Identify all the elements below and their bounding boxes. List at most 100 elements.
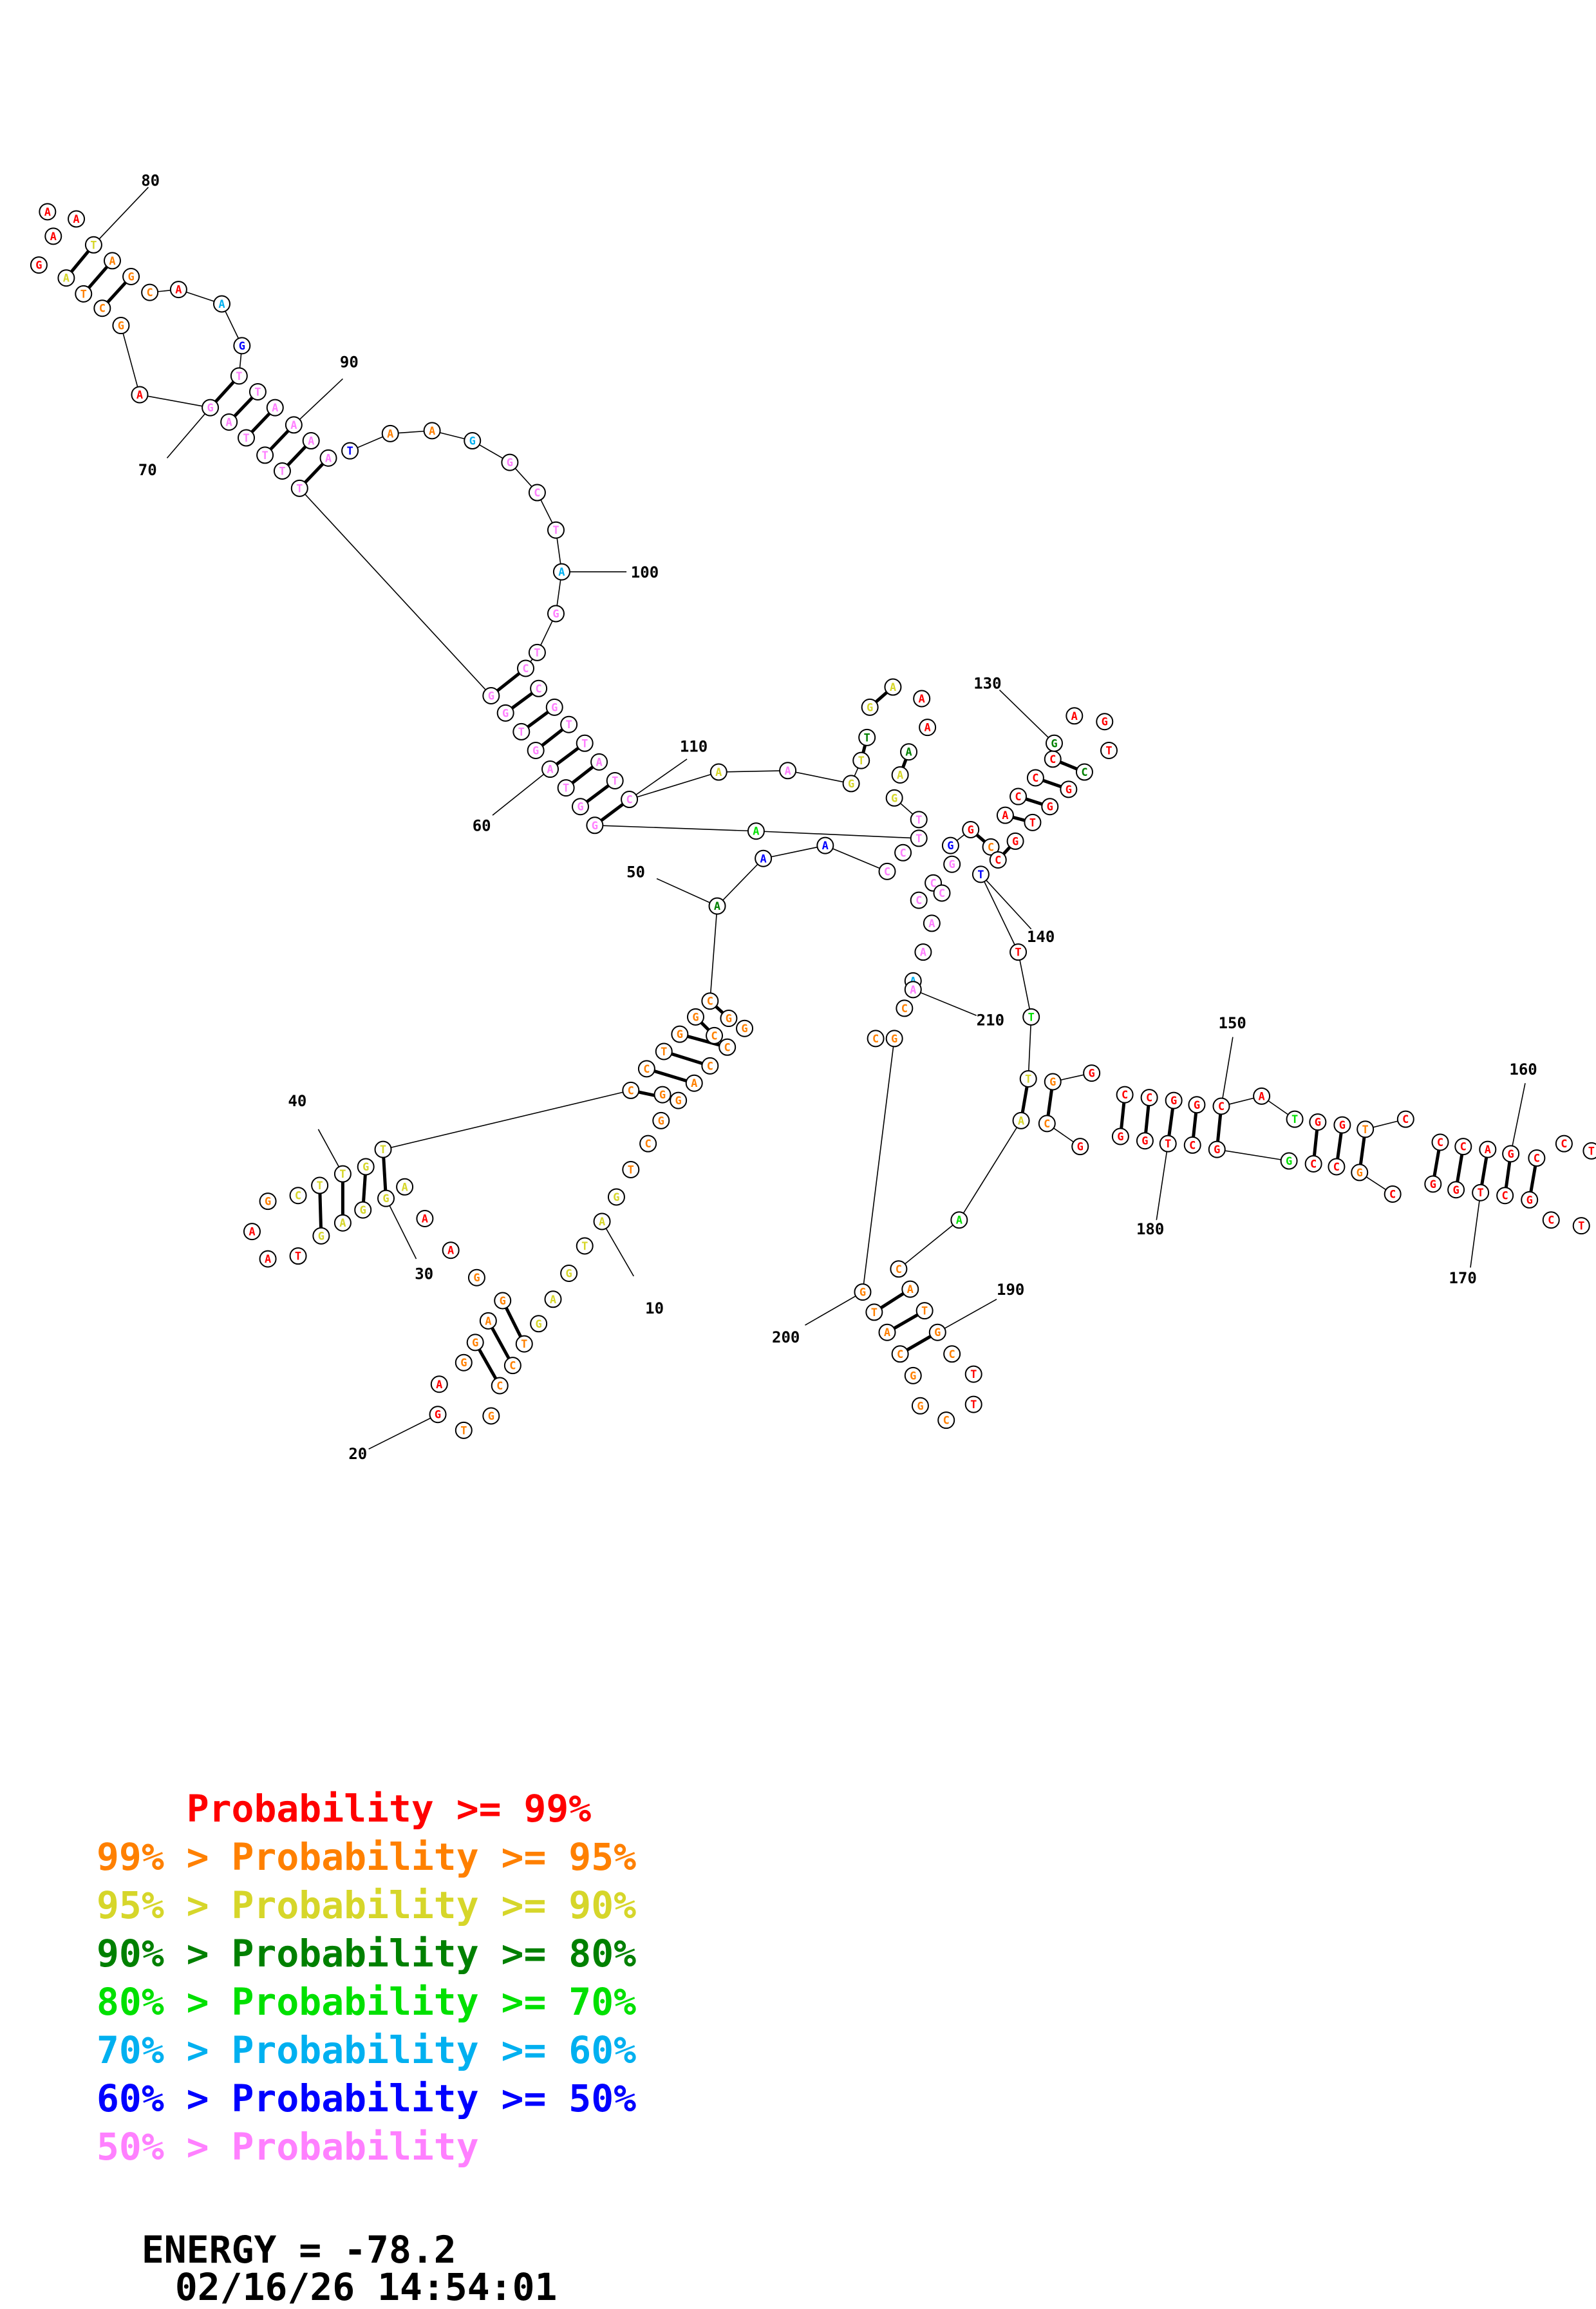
nucleotide-circle	[1009, 943, 1028, 961]
index-tick	[999, 689, 1055, 744]
legend-label: Probability >= 50%	[231, 2077, 637, 2120]
backbone-line	[862, 1038, 895, 1292]
nucleotide: G	[527, 741, 545, 759]
nucleotide: G	[530, 1315, 548, 1333]
nucleotide-base: A	[339, 1217, 346, 1230]
nucleotide: G	[1096, 713, 1114, 731]
nucleotide: C	[910, 891, 928, 909]
backbone-line	[1217, 1149, 1290, 1162]
nucleotide: G	[259, 1192, 277, 1211]
nucleotide: C	[937, 1411, 955, 1429]
nucleotide: G	[377, 1189, 395, 1207]
nucleotide-circle	[1111, 1127, 1129, 1145]
nucleotide-circle	[285, 416, 303, 434]
nucleotide-circle	[354, 1201, 372, 1219]
nucleotide-base: G	[1089, 1068, 1095, 1080]
nucleotide-circle	[606, 771, 624, 789]
backbone-line	[139, 394, 211, 408]
nucleotide-circle	[910, 829, 928, 847]
nucleotide-base: T	[339, 1168, 346, 1181]
nucleotide-circle	[996, 806, 1014, 824]
nucleotide: T	[230, 367, 248, 385]
nucleotide-base: A	[1485, 1144, 1491, 1156]
nucleotide-circle	[885, 1030, 903, 1048]
nucleotide-circle	[878, 862, 896, 880]
nucleotide-base: G	[968, 824, 974, 837]
nucleotide-base: T	[261, 449, 268, 462]
nucleotide-circle	[1038, 1115, 1056, 1133]
nucleotide-circle	[1496, 1187, 1514, 1205]
nucleotide-base: T	[346, 445, 353, 458]
nucleotide-base: T	[915, 833, 922, 845]
nucleotide-base: A	[547, 764, 553, 777]
nucleotide: C	[93, 299, 111, 317]
nucleotide: T	[557, 779, 575, 797]
nucleotide-circle	[884, 678, 902, 696]
index-tick	[1156, 1144, 1169, 1220]
nucleotide: C	[517, 659, 535, 677]
nucleotide-circle	[854, 1283, 872, 1301]
nucleotide: C	[982, 838, 1000, 856]
nucleotide: A	[333, 1214, 352, 1232]
nucleotide: T	[1357, 1120, 1375, 1138]
nucleotide-base: A	[715, 766, 722, 779]
nucleotide-circle	[512, 722, 530, 740]
nucleotide-circle	[890, 1260, 908, 1278]
index-tick	[492, 768, 551, 816]
nucleotide: A	[1479, 1140, 1497, 1158]
nucleotide: C	[1384, 1185, 1402, 1203]
nucleotide-circle	[593, 1212, 611, 1230]
nucleotide: T	[622, 1160, 640, 1178]
nucleotide-base: A	[265, 1253, 271, 1266]
legend-label: Probability >= 80%	[231, 1932, 637, 1975]
nucleotide-circle	[576, 1237, 594, 1255]
nucleotide-circle	[1208, 1140, 1226, 1158]
nucleotide-circle	[706, 1026, 724, 1044]
nucleotide-circle	[943, 855, 961, 873]
nucleotide-circle	[923, 914, 941, 932]
nucleotide: G	[1521, 1191, 1539, 1209]
nucleotide-circle	[708, 897, 726, 915]
nucleotide-base: C	[1437, 1136, 1443, 1149]
nucleotide-base: A	[422, 1213, 428, 1226]
nucleotide-base: C	[1402, 1113, 1409, 1126]
nucleotide-circle	[560, 715, 578, 733]
nucleotide: C	[718, 1038, 737, 1056]
nucleotide-base: C	[1189, 1139, 1196, 1152]
nucleotide: G	[1044, 1073, 1062, 1091]
nucleotide-base: T	[90, 239, 97, 252]
nucleotide: A	[442, 1241, 460, 1259]
nucleotide-circle	[943, 1345, 961, 1363]
nucleotide-circle	[1009, 787, 1028, 806]
nucleotide: T	[865, 1303, 883, 1321]
nucleotide-base: C	[988, 841, 994, 854]
backbone-line	[1017, 952, 1032, 1017]
nucleotide-base: G	[460, 1357, 467, 1370]
nucleotide: A	[755, 849, 773, 867]
position-index-label: 190	[997, 1281, 1024, 1299]
nucleotide: T	[333, 1165, 352, 1183]
nucleotide-base: T	[915, 814, 922, 827]
nucleotide-circle	[1183, 1136, 1201, 1154]
nucleotide: T	[341, 442, 359, 460]
nucleotide: T	[290, 479, 308, 497]
position-index-label: 210	[977, 1012, 1004, 1030]
nucleotide-circle	[736, 1019, 754, 1037]
nucleotide-circle	[266, 399, 284, 417]
nucleotide-base: T	[1478, 1187, 1484, 1200]
nucleotide-circle	[68, 210, 86, 228]
nucleotide: A	[381, 424, 399, 442]
nucleotide: C	[1183, 1136, 1201, 1154]
nucleotide-base: C	[626, 794, 632, 807]
nucleotide-base: A	[890, 681, 896, 694]
nucleotide: T	[576, 1237, 594, 1255]
index-tick	[656, 878, 718, 907]
nucleotide: A	[779, 762, 797, 780]
nucleotide-circle	[494, 1292, 512, 1310]
nucleotide-circle	[904, 1366, 922, 1384]
nucleotide-base: A	[485, 1315, 491, 1328]
nucleotide-base: G	[848, 778, 854, 791]
nucleotide: T	[289, 1247, 307, 1265]
nucleotide: A	[552, 563, 570, 581]
backbone-line	[718, 769, 788, 773]
